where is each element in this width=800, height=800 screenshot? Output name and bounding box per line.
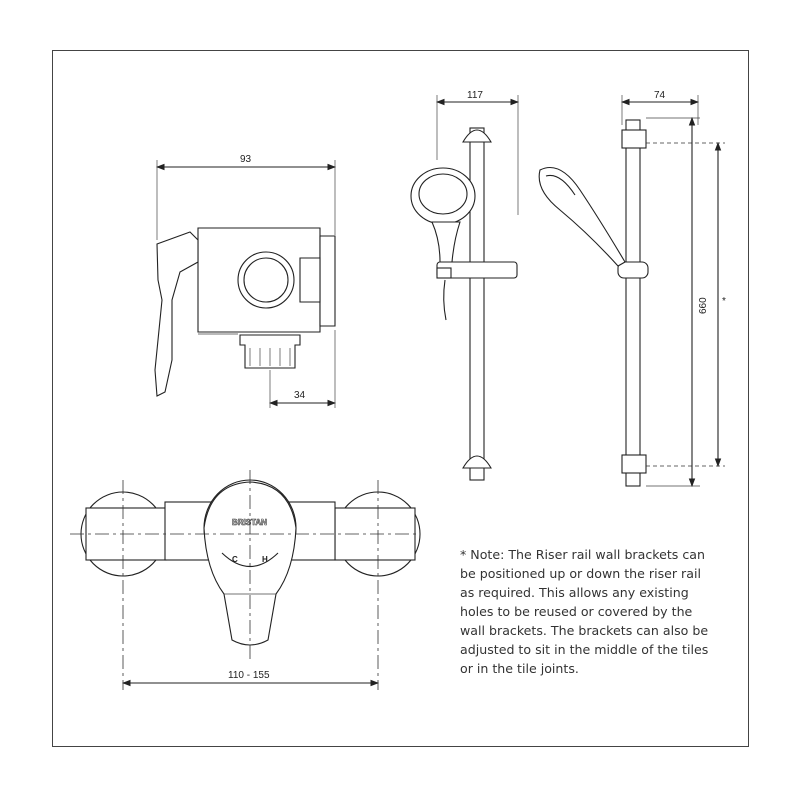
dim-bracket-spacing: * bbox=[722, 296, 726, 307]
valve-side-view: 93 34 bbox=[154, 154, 337, 408]
note-line: wall brackets. The brackets can also be bbox=[460, 623, 709, 638]
cold-label: C bbox=[232, 555, 238, 564]
shower-kit-front-view: 117 bbox=[410, 90, 520, 481]
hot-label: H bbox=[262, 555, 268, 564]
valve-front-view: BRISTAN C H 110 - 155 bbox=[70, 470, 421, 690]
note-line: as required. This allows any existing bbox=[460, 585, 689, 600]
brand-logo: BRISTAN bbox=[232, 518, 267, 527]
installation-note: * Note: The Riser rail wall brackets can… bbox=[460, 545, 760, 678]
dim-valve-depth: 93 bbox=[240, 154, 252, 165]
note-line: holes to be reused or covered by the bbox=[460, 604, 693, 619]
note-line: or in the tile joints. bbox=[460, 661, 579, 676]
dim-rail-length: 660 bbox=[698, 297, 709, 314]
note-line: be positioned up or down the riser rail bbox=[460, 566, 701, 581]
dim-centres: 110 - 155 bbox=[228, 670, 270, 681]
dim-outlet-offset: 34 bbox=[294, 390, 306, 401]
dim-kit-width: 117 bbox=[467, 90, 483, 101]
note-line: * Note: The Riser rail wall brackets can bbox=[460, 547, 705, 562]
dim-rail-depth: 74 bbox=[654, 90, 666, 101]
note-line: adjusted to sit in the middle of the til… bbox=[460, 642, 709, 657]
shower-kit-side-view: 74 660 * bbox=[538, 90, 726, 488]
drawing-frame bbox=[52, 50, 749, 747]
